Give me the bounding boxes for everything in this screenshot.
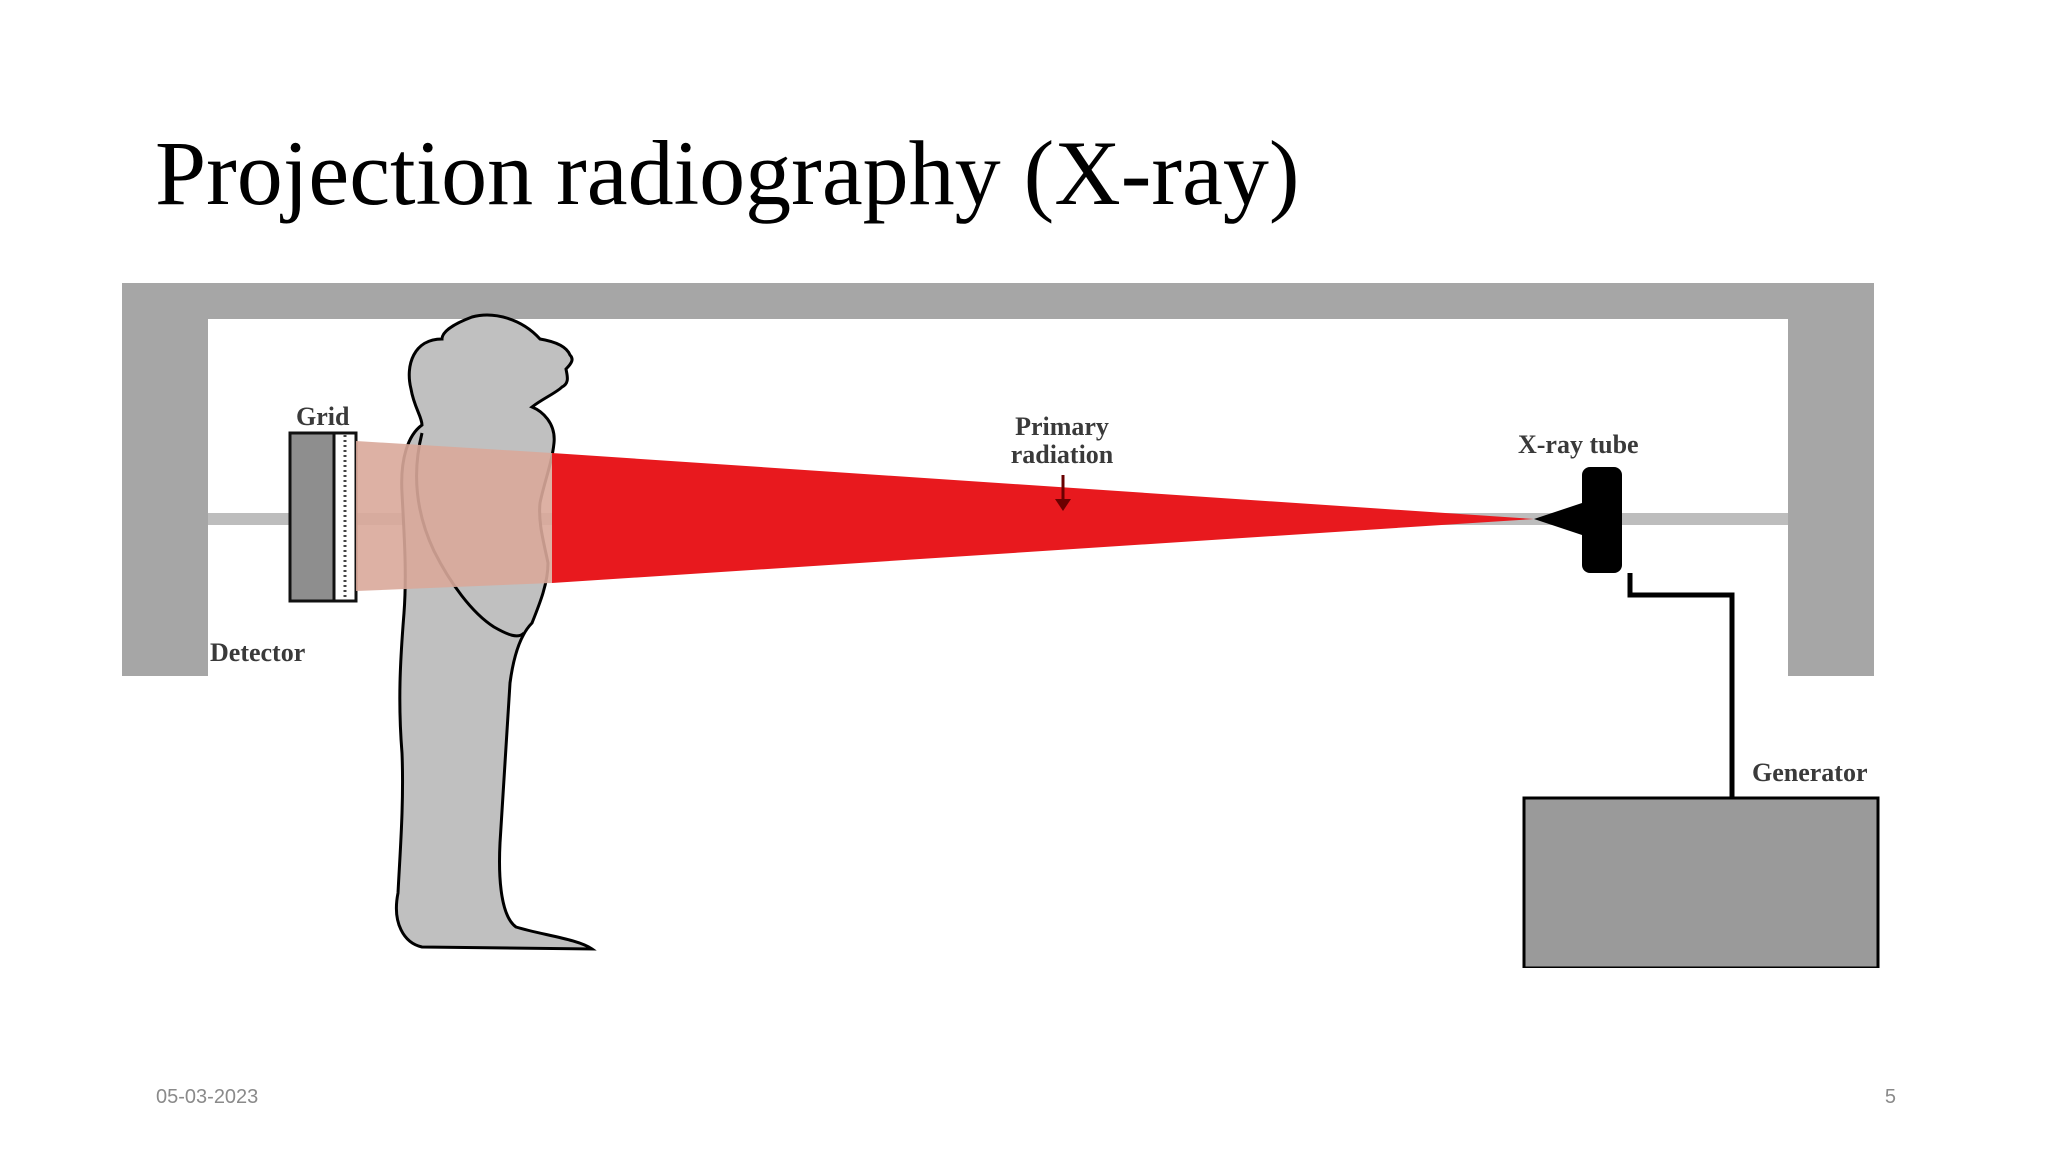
tube-cable [1627,573,1735,798]
detector [288,431,336,603]
generator-box [1522,796,1880,968]
xray-tube [1534,467,1622,573]
generator-label: Generator [1752,758,1868,787]
primary-radiation-arrow [1055,475,1071,511]
xray-setup-diagram: Grid Detector Primary radiation X-ray tu… [122,283,1960,968]
patient-body [395,313,597,951]
xray-tube-label: X-ray tube [1518,430,1639,459]
page-number: 5 [1884,1086,1896,1108]
grid-label: Grid [296,402,350,431]
detector-label: Detector [210,638,305,667]
footer-date: 05-03-2023 [156,1086,259,1108]
primary-radiation-beam [552,453,1534,583]
beam-attenuated [356,441,552,591]
primary-radiation-label-line2: radiation [1011,440,1114,469]
grid [332,431,358,603]
slide-title: Projection radiography (X-ray) [155,122,1300,224]
primary-radiation-label-line1: Primary [1015,412,1109,441]
